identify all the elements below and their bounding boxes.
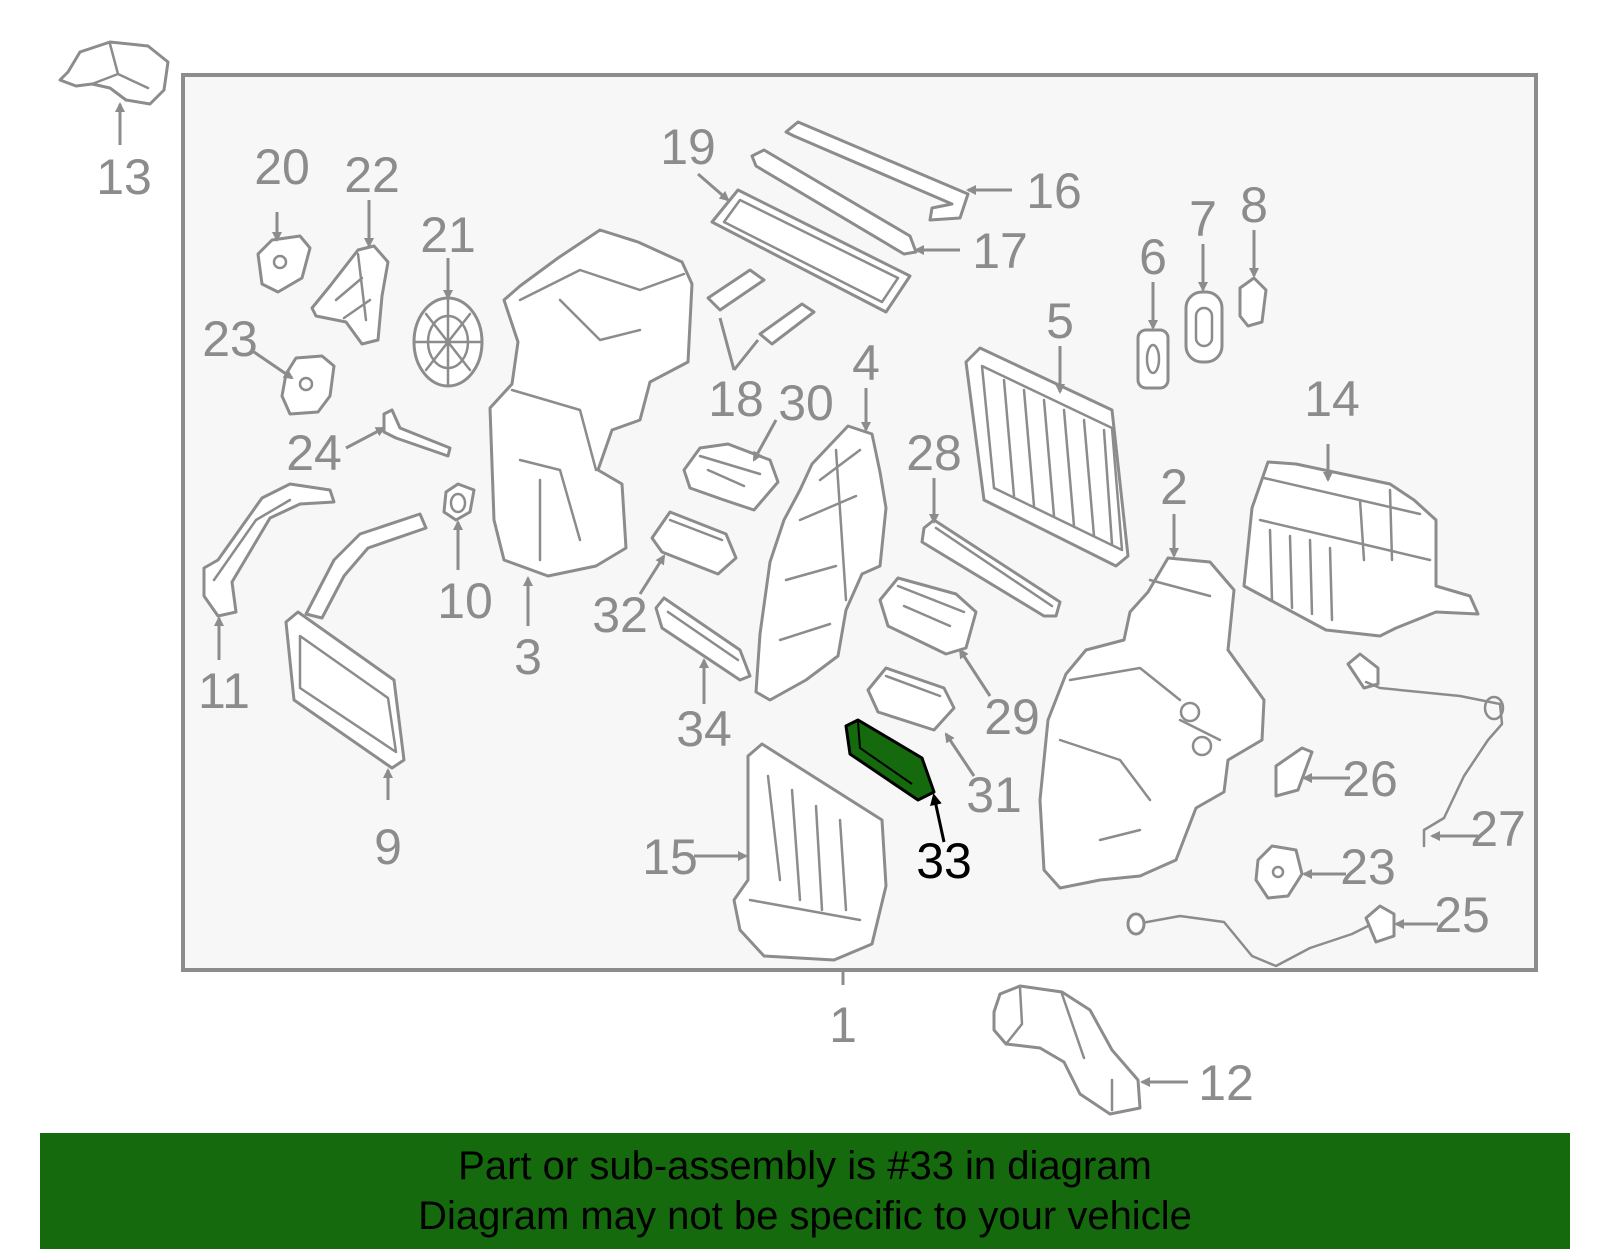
callout-21: 21 <box>420 207 476 263</box>
leader-33 <box>930 793 946 843</box>
part-31-door <box>866 666 956 732</box>
callout-29: 29 <box>984 689 1040 745</box>
callout-26: 26 <box>1342 751 1398 807</box>
callout-34: 34 <box>676 701 732 757</box>
part-12-duct <box>992 984 1142 1116</box>
callout-32: 32 <box>592 587 648 643</box>
leader-19 <box>697 172 730 202</box>
part-34-door <box>654 596 752 682</box>
leader-23a <box>253 350 294 380</box>
part-33-highlighted[interactable] <box>844 718 936 802</box>
callout-11: 11 <box>198 663 250 719</box>
leader-30 <box>752 419 778 462</box>
part-8-cap <box>1238 276 1268 328</box>
part-10-grommet <box>442 482 476 522</box>
banner-line-1: Part or sub-assembly is #33 in diagram <box>458 1144 1152 1188</box>
part-15-case-lower <box>732 742 888 962</box>
callout-9: 9 <box>374 819 402 875</box>
part-5-evaporator <box>964 346 1130 568</box>
callout-4: 4 <box>852 335 880 391</box>
part-4-case-half <box>754 424 888 702</box>
callout-18: 18 <box>708 371 764 427</box>
callout-15: 15 <box>642 829 698 885</box>
part-16-seal <box>784 120 970 222</box>
callout-7: 7 <box>1189 191 1217 247</box>
part-13-duct <box>58 40 170 106</box>
part-29-actuator <box>878 576 978 656</box>
callout-17: 17 <box>972 223 1028 279</box>
banner-line-2: Diagram may not be specific to your vehi… <box>418 1194 1192 1238</box>
callout-16: 16 <box>1026 163 1082 219</box>
callout-30: 30 <box>778 375 834 431</box>
callout-25: 25 <box>1434 887 1490 943</box>
info-banner: Part or sub-assembly is #33 in diagram D… <box>40 1133 1570 1249</box>
callout-6: 6 <box>1139 229 1167 285</box>
part-23-actuator-lower <box>1254 844 1304 900</box>
part-22-bracket <box>310 244 390 346</box>
callout-10: 10 <box>437 573 493 629</box>
callout-22: 22 <box>344 147 400 203</box>
callout-19: 19 <box>660 119 716 175</box>
callout-28: 28 <box>906 425 962 481</box>
part-6-seal <box>1136 328 1170 390</box>
part-2-case-half <box>1038 556 1266 890</box>
part-24-sensor <box>382 408 452 458</box>
part-27-hose <box>1346 652 1505 848</box>
callout-labels: 1 2 3 4 5 6 7 8 9 10 11 12 13 14 15 16 1… <box>96 119 1526 1111</box>
callout-33-highlighted: 33 <box>916 833 972 889</box>
callout-12: 12 <box>1198 1055 1254 1111</box>
callout-8: 8 <box>1240 177 1268 233</box>
part-18-filter-pads <box>706 268 816 346</box>
callout-24: 24 <box>286 425 342 481</box>
callout-20: 20 <box>254 139 310 195</box>
callout-1: 1 <box>829 997 857 1053</box>
leader-32 <box>638 554 666 595</box>
leader-31 <box>944 732 976 777</box>
leader-29 <box>958 648 992 697</box>
part-21-fan <box>412 296 484 388</box>
callout-2: 2 <box>1160 459 1188 515</box>
part-3-blower-housing <box>488 228 694 578</box>
callout-5: 5 <box>1046 293 1074 349</box>
part-23-actuator-upper <box>280 354 336 416</box>
part-32-door <box>650 510 738 576</box>
callout-3: 3 <box>514 629 542 685</box>
callout-14: 14 <box>1304 371 1360 427</box>
leader-24 <box>345 426 386 450</box>
part-7-seal <box>1184 290 1224 364</box>
callout-31: 31 <box>966 767 1022 823</box>
part-26-bracket <box>1274 746 1314 798</box>
callout-23a: 23 <box>202 311 258 367</box>
leader-18 <box>718 317 760 371</box>
callout-13: 13 <box>96 149 152 205</box>
callout-23b: 23 <box>1340 839 1396 895</box>
part-9-heater-core <box>284 512 428 770</box>
callout-27: 27 <box>1470 801 1526 857</box>
